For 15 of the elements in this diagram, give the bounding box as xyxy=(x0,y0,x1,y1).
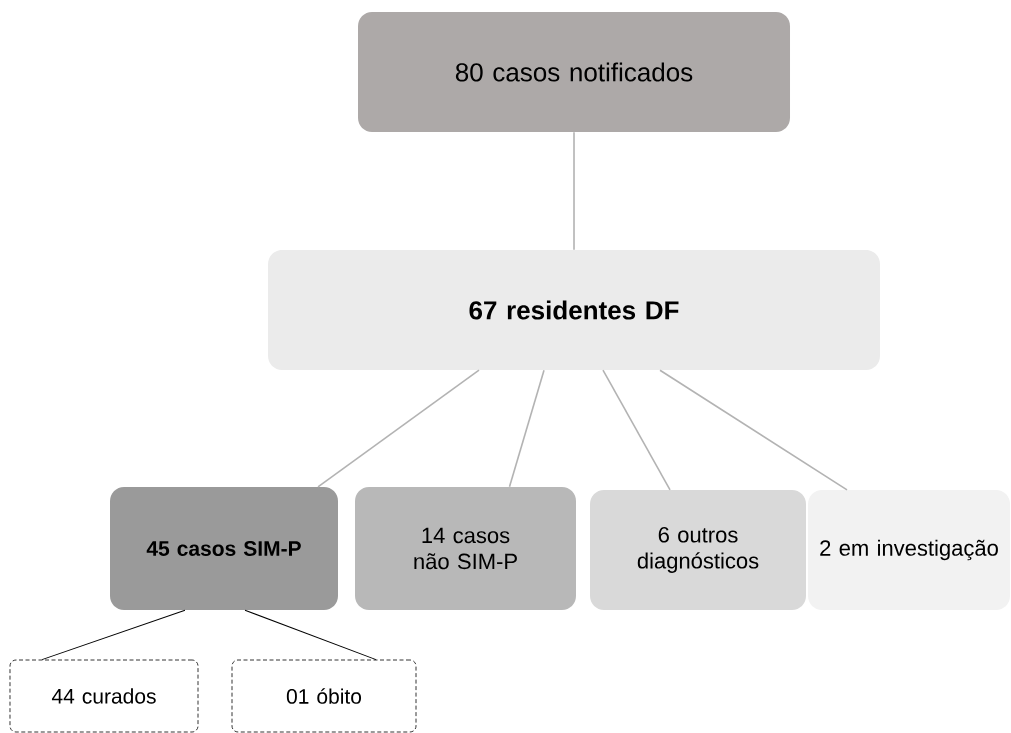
process-box: 67 residentes DF xyxy=(268,250,880,370)
process-box: 80 casos notificados xyxy=(358,12,790,132)
process-box: 2 em investigação xyxy=(808,490,1010,610)
connector-line xyxy=(508,369,545,488)
process-box: 14 casos não SIM-P xyxy=(355,487,576,610)
process-box: 6 outros diagnósticos xyxy=(590,490,806,610)
connector-line xyxy=(573,131,575,251)
connector-line xyxy=(244,609,377,661)
connector-line xyxy=(317,369,480,488)
connector-line xyxy=(602,369,671,491)
connector-line xyxy=(41,609,186,661)
process-box: 45 casos SIM-P xyxy=(110,487,338,610)
dashed-box: 44 curados xyxy=(9,659,199,733)
dashed-box: 01 óbito xyxy=(231,659,417,733)
connector-line xyxy=(659,369,848,491)
